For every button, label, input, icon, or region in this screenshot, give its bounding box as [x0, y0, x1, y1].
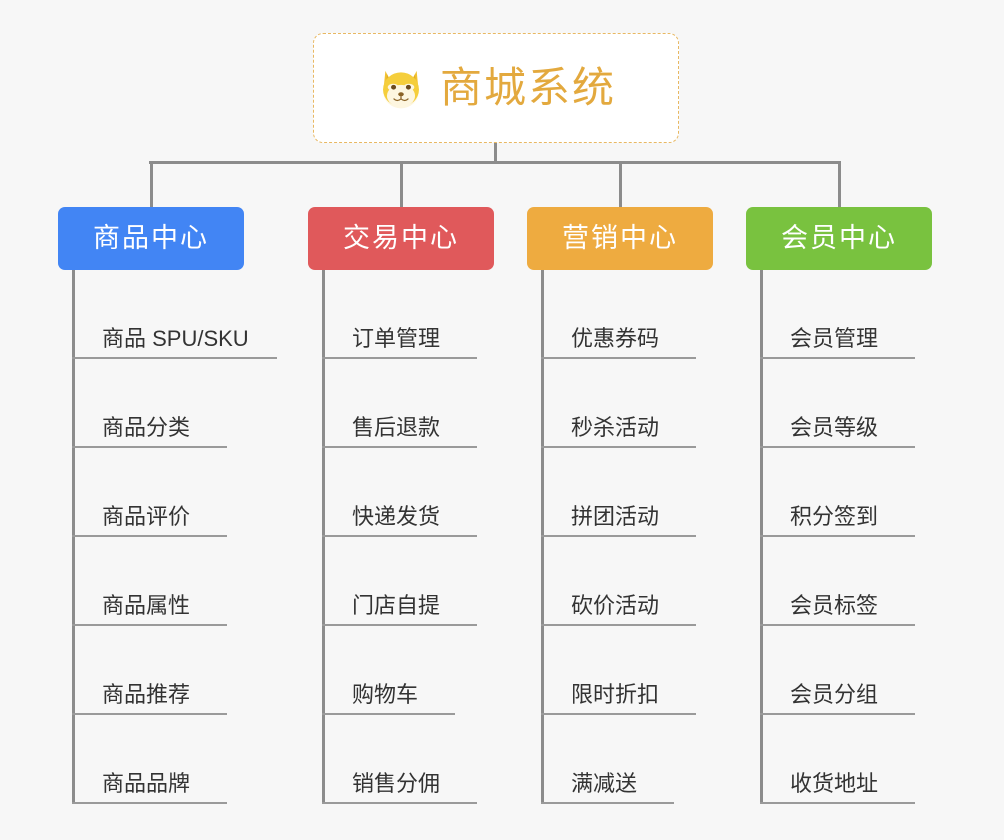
- leaf-label: 销售分佣: [352, 771, 441, 796]
- connector-drop-product-center: [150, 161, 153, 208]
- leaf-node[interactable]: 订单管理: [322, 270, 477, 359]
- leaf-underline: [72, 535, 227, 537]
- leaf-underline: [322, 713, 455, 715]
- leaf-node[interactable]: 商品推荐: [72, 626, 227, 715]
- leaf-node[interactable]: 砍价活动: [541, 537, 696, 626]
- leaf-underline: [541, 802, 674, 804]
- category-node-product-center[interactable]: 商品中心: [58, 207, 244, 270]
- leaf-underline: [322, 446, 477, 448]
- category-node-marketing-center[interactable]: 营销中心: [527, 207, 713, 270]
- leaf-label: 商品分类: [102, 415, 191, 440]
- leaf-node[interactable]: 会员管理: [760, 270, 915, 359]
- connector-drop-member-center: [838, 161, 841, 208]
- leaf-label: 拼团活动: [571, 504, 660, 529]
- leaf-node[interactable]: 秒杀活动: [541, 359, 696, 448]
- leaf-node[interactable]: 会员标签: [760, 537, 915, 626]
- connector-root-stem: [494, 143, 497, 163]
- leaf-label: 商品 SPU/SKU: [102, 326, 249, 351]
- leaf-underline: [541, 446, 696, 448]
- category-label: 交易中心: [343, 223, 459, 253]
- root-node[interactable]: 商城系统: [313, 33, 679, 143]
- leaf-label: 订单管理: [352, 326, 441, 351]
- leaf-label: 售后退款: [352, 415, 441, 440]
- leaf-node[interactable]: 会员分组: [760, 626, 915, 715]
- leaf-underline: [760, 357, 915, 359]
- leaf-node[interactable]: 收货地址: [760, 715, 915, 804]
- connector-drop-marketing-center: [619, 161, 622, 208]
- leaf-label: 收货地址: [790, 771, 879, 796]
- shiba-dog-face-icon: [383, 70, 419, 109]
- leaf-label: 快递发货: [352, 504, 441, 529]
- leaf-node[interactable]: 售后退款: [322, 359, 477, 448]
- leaf-label: 满减送: [571, 771, 638, 796]
- leaf-underline: [72, 446, 227, 448]
- leaf-underline: [72, 624, 227, 626]
- leaf-underline: [760, 535, 915, 537]
- leaf-node[interactable]: 会员等级: [760, 359, 915, 448]
- leaf-underline: [760, 446, 915, 448]
- leaf-label: 会员分组: [790, 682, 879, 707]
- leaf-label: 会员标签: [790, 593, 879, 618]
- leaf-underline: [760, 802, 915, 804]
- leaf-underline: [72, 357, 277, 359]
- leaf-label: 商品品牌: [102, 771, 191, 796]
- category-label: 会员中心: [781, 223, 897, 253]
- leaf-underline: [322, 357, 477, 359]
- leaf-node[interactable]: 商品评价: [72, 448, 227, 537]
- leaf-underline: [760, 624, 915, 626]
- leaf-node[interactable]: 限时折扣: [541, 626, 696, 715]
- category-node-trade-center[interactable]: 交易中心: [308, 207, 494, 270]
- leaf-node[interactable]: 快递发货: [322, 448, 477, 537]
- leaf-label: 会员等级: [790, 415, 879, 440]
- category-label: 商品中心: [93, 223, 209, 253]
- leaf-underline: [322, 624, 477, 626]
- leaf-label: 商品评价: [102, 504, 191, 529]
- leaf-underline: [322, 535, 477, 537]
- leaf-label: 购物车: [352, 682, 419, 707]
- leaf-underline: [541, 713, 696, 715]
- leaf-node[interactable]: 销售分佣: [322, 715, 477, 804]
- leaf-node[interactable]: 积分签到: [760, 448, 915, 537]
- leaf-label: 秒杀活动: [571, 415, 660, 440]
- leaf-label: 限时折扣: [571, 682, 660, 707]
- connector-drop-trade-center: [400, 161, 403, 208]
- leaf-node[interactable]: 满减送: [541, 715, 674, 804]
- leaf-underline: [72, 802, 227, 804]
- leaf-node[interactable]: 门店自提: [322, 537, 477, 626]
- leaf-label: 积分签到: [790, 504, 879, 529]
- connector-horizontal-bus: [149, 161, 838, 164]
- root-title: 商城系统: [439, 64, 616, 111]
- branch-trunk-product-center: [72, 270, 75, 804]
- leaf-underline: [760, 713, 915, 715]
- branch-trunk-member-center: [760, 270, 763, 804]
- leaf-underline: [541, 624, 696, 626]
- leaf-underline: [322, 802, 477, 804]
- leaf-label: 商品推荐: [102, 682, 191, 707]
- leaf-underline: [541, 357, 696, 359]
- category-node-member-center[interactable]: 会员中心: [746, 207, 932, 270]
- leaf-label: 会员管理: [790, 326, 879, 351]
- leaf-node[interactable]: 优惠券码: [541, 270, 696, 359]
- leaf-label: 砍价活动: [571, 593, 660, 618]
- branch-trunk-trade-center: [322, 270, 325, 804]
- leaf-node[interactable]: 商品品牌: [72, 715, 227, 804]
- leaf-label: 优惠券码: [571, 326, 660, 351]
- branch-trunk-marketing-center: [541, 270, 544, 804]
- leaf-underline: [72, 713, 227, 715]
- category-label: 营销中心: [562, 223, 678, 253]
- leaf-node[interactable]: 商品分类: [72, 359, 227, 448]
- leaf-label: 门店自提: [352, 593, 441, 618]
- leaf-node[interactable]: 购物车: [322, 626, 455, 715]
- leaf-node[interactable]: 拼团活动: [541, 448, 696, 537]
- leaf-label: 商品属性: [102, 593, 191, 618]
- leaf-node[interactable]: 商品属性: [72, 537, 227, 626]
- leaf-node[interactable]: 商品 SPU/SKU: [72, 270, 277, 359]
- leaf-underline: [541, 535, 696, 537]
